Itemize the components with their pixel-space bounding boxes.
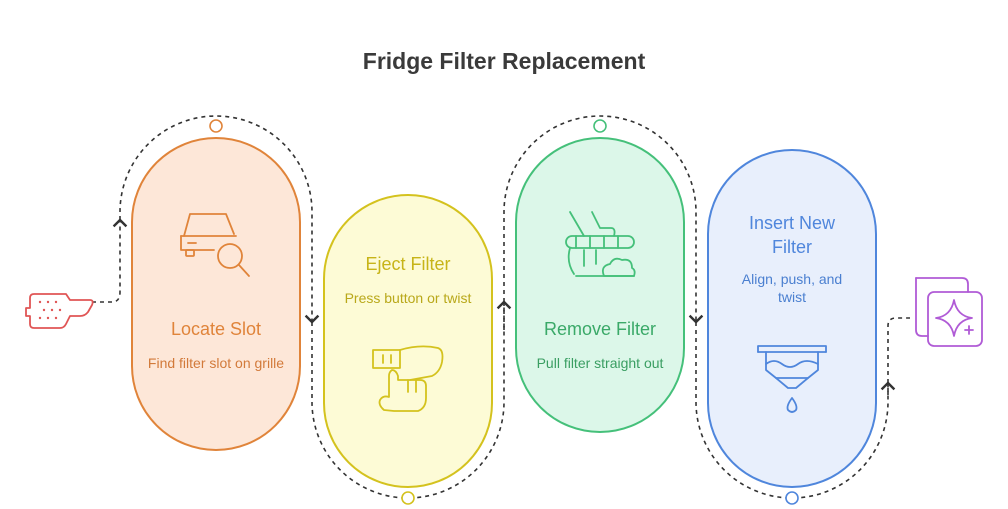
hand-press-button-icon	[372, 345, 444, 412]
step-capsule-1	[131, 137, 301, 451]
connector-end	[887, 317, 910, 383]
connector-start	[92, 218, 128, 303]
water-filter-icon	[757, 345, 827, 413]
step-description-1: Find filter slot on grille	[147, 355, 285, 371]
step-capsule-3	[515, 137, 685, 433]
step-title-2: Eject Filter	[365, 254, 451, 274]
vacuum-cleaning-icon	[565, 211, 636, 277]
step-capsule-4	[707, 149, 877, 488]
dirty-filter-icon	[25, 293, 94, 329]
step-title-1: Locate Slot	[170, 319, 262, 339]
node-dot-1	[209, 119, 223, 133]
node-dot-2	[401, 491, 415, 505]
step-capsule-2	[323, 194, 493, 488]
step-description-2: Press button or twist	[344, 290, 472, 306]
node-dot-3	[593, 119, 607, 133]
page-title: Fridge Filter Replacement	[362, 48, 646, 74]
step-description-4: Align, push, and twist	[741, 271, 843, 305]
step-title-3: Remove Filter	[543, 319, 657, 339]
step-title-4: Insert New Filter	[748, 213, 836, 257]
step-description-3: Pull filter straight out	[536, 355, 664, 371]
node-dot-4	[785, 491, 799, 505]
car-magnifier-icon	[180, 213, 250, 277]
connector-arc-3	[503, 115, 704, 324]
sparkle-icon	[915, 277, 983, 347]
